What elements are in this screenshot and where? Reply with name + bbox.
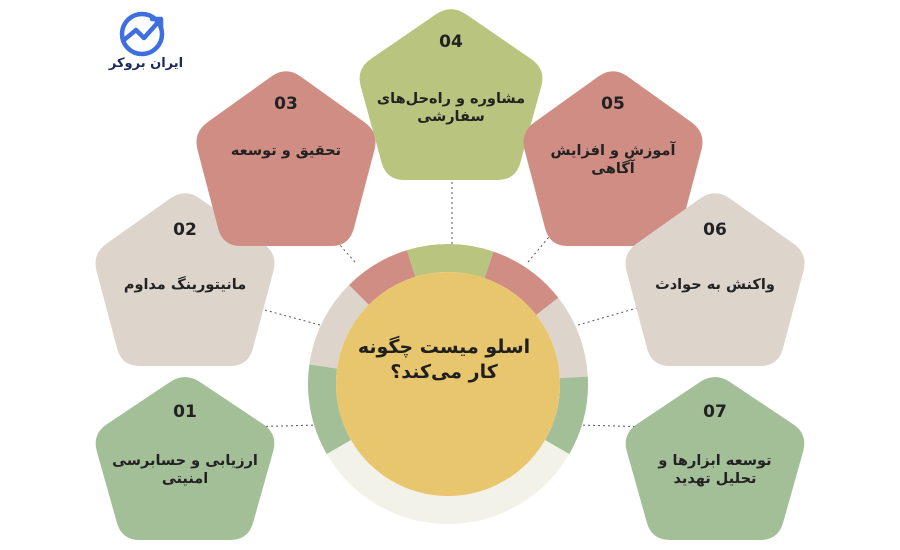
ring-segment-2 — [309, 285, 369, 369]
step-03-pentagon: 03 تحقیق و توسعه — [193, 66, 379, 246]
step-label: مانیتورینگ مداوم — [123, 277, 247, 293]
step-number: 05 — [601, 94, 625, 114]
center-title: اسلو میست چگونه کار می‌کند؟ — [357, 336, 531, 383]
step-07-shape — [625, 377, 805, 540]
step-number: 01 — [173, 402, 197, 422]
ring-segment-bottom — [326, 440, 570, 524]
step-06-shape — [625, 193, 805, 366]
step-05-shape — [523, 71, 703, 246]
step-07-pentagon: 07 توسعه ابزارها و تحلیل تهدید — [622, 372, 808, 540]
ring-segment-5 — [484, 251, 559, 316]
step-number: 06 — [703, 220, 727, 240]
step-04-pentagon: 04 مشاوره و راه‌حل‌های سفارشی — [356, 4, 546, 180]
step-01-pentagon: 01 ارزیابی و حسابرسی امنیتی — [92, 372, 278, 540]
step-number: 03 — [274, 94, 298, 114]
step-label: ارزیابی و حسابرسی امنیتی — [112, 453, 258, 488]
step-number: 07 — [703, 402, 727, 422]
connector-line-2 — [227, 299, 321, 326]
center-circle — [336, 272, 560, 496]
step-number: 04 — [439, 32, 463, 52]
ring-segment-6 — [536, 297, 588, 379]
step-label: توسعه ابزارها و تحلیل تهدید — [658, 453, 772, 488]
ring-segment-4 — [407, 244, 494, 279]
step-number: 02 — [173, 220, 197, 240]
ring-segment-1 — [308, 364, 352, 454]
step-04-shape — [359, 9, 543, 180]
step-03-shape — [196, 71, 376, 246]
step-label: آموزش و افزایش آگاهی — [550, 143, 676, 178]
step-01-shape — [95, 377, 275, 540]
trend-chart-icon — [119, 11, 165, 57]
ring-segment-3 — [349, 250, 416, 305]
ring-segment-7 — [544, 376, 588, 454]
step-06-pentagon: 06 واکنش به حوادث — [622, 188, 808, 366]
step-label: واکنش به حوادث — [655, 277, 775, 293]
step-label: مشاوره و راه‌حل‌های سفارشی — [376, 91, 526, 126]
logo — [104, 6, 204, 76]
step-05-pentagon: 05 آموزش و افزایش آگاهی — [520, 66, 706, 246]
step-label: تحقیق و توسعه — [230, 143, 342, 159]
logo-text: ایران بروکر — [108, 56, 184, 71]
